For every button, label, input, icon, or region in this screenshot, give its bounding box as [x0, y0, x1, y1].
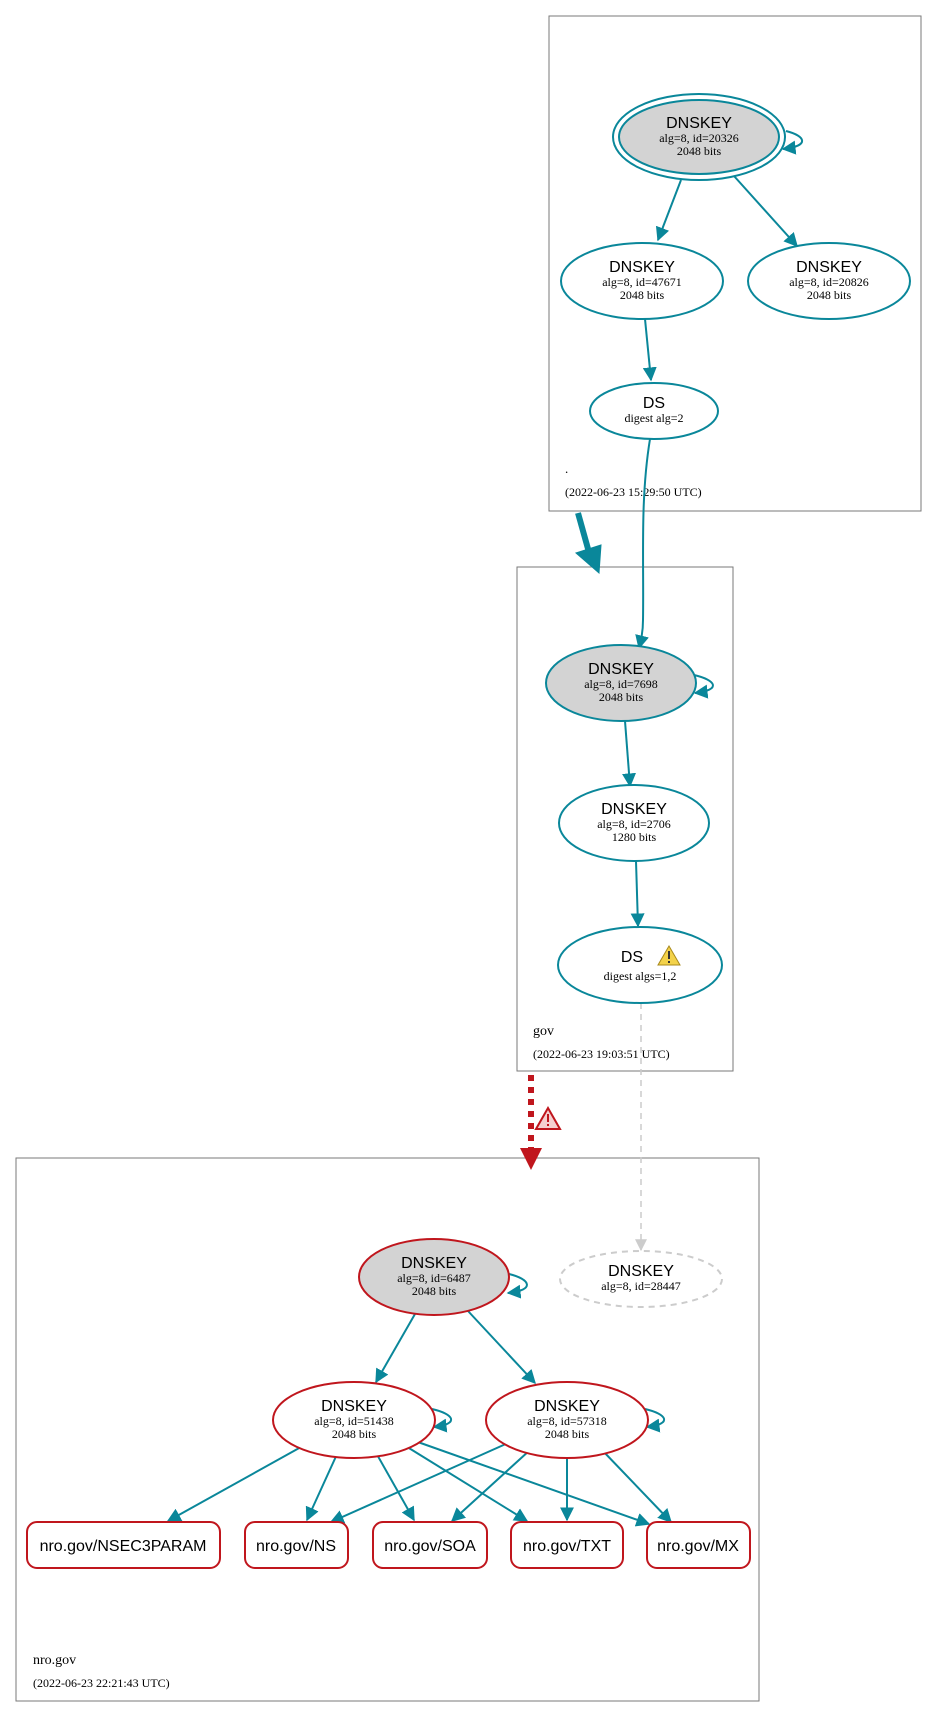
node-gov-ksk-title: DNSKEY: [588, 661, 654, 678]
node-root-ksk-line1: alg=8, id=20326: [659, 131, 739, 145]
edge-root-ksk-to-zsk2: [733, 175, 798, 248]
node-nro-zsk2-title: DNSKEY: [534, 1398, 600, 1415]
edge-nro-ksk-to-zsk1: [375, 1313, 416, 1384]
edge-zsk1-to-ns: [305, 1451, 339, 1522]
node-gov-ksk-line1: alg=8, id=7698: [584, 677, 658, 691]
edge-root-zsk1-to-ds: [642, 318, 657, 382]
node-nro-zsk-57318[interactable]: DNSKEY alg=8, id=57318 2048 bits: [485, 1381, 649, 1459]
edge-zsk1-to-txt: [403, 1444, 529, 1522]
node-root-zsk2-title: DNSKEY: [796, 259, 862, 276]
node-root-zsk-20826[interactable]: DNSKEY alg=8, id=20826 2048 bits: [747, 242, 911, 320]
node-gov-zsk-line1: alg=8, id=2706: [597, 817, 671, 831]
warning-icon[interactable]: [657, 945, 681, 966]
node-root-zsk2-line1: alg=8, id=20826: [789, 275, 869, 289]
edge-zsk2-to-ns: [329, 1442, 509, 1524]
zone-nro-gov: nro.gov (2022-06-23 22:21:43 UTC): [15, 1157, 760, 1702]
node-gov-ds[interactable]: DS digest algs=1,2: [557, 926, 723, 1004]
node-gov-ds-title: DS: [621, 949, 643, 966]
zone-gov-timestamp: (2022-06-23 19:03:51 UTC): [533, 1047, 670, 1061]
node-nro-zsk2-line2: 2048 bits: [545, 1427, 590, 1441]
edge-zsk1-to-mx: [414, 1440, 651, 1527]
node-root-ds-line1: digest alg=2: [624, 411, 683, 425]
node-root-ds[interactable]: DS digest alg=2: [589, 382, 719, 440]
node-root-ds-title: DS: [643, 395, 665, 412]
node-nro-ksk-line1: alg=8, id=6487: [397, 1271, 471, 1285]
edge-delegation-gov-nro-head: [520, 1148, 542, 1170]
edge-nro-zsk1-self: [431, 1408, 452, 1433]
record-txt-label: nro.gov/TXT: [523, 1538, 611, 1555]
zone-nro-name: nro.gov: [33, 1653, 76, 1668]
node-root-zsk1-title: DNSKEY: [609, 259, 675, 276]
edge-nro-ksk-self: [506, 1273, 528, 1299]
edge-gov-ksk-to-zsk: [622, 720, 637, 788]
node-root-ksk-line2: 2048 bits: [677, 144, 722, 158]
edge-zsk2-to-mx: [601, 1449, 672, 1524]
error-icon[interactable]: [534, 1105, 562, 1130]
edges: [166, 130, 804, 1527]
edge-gov-zsk-to-ds: [630, 860, 645, 928]
node-nro-missing-line1: alg=8, id=28447: [601, 1279, 681, 1293]
node-root-ksk[interactable]: DNSKEY alg=8, id=20326 2048 bits: [612, 93, 786, 181]
node-nro-missing-title: DNSKEY: [608, 1263, 674, 1280]
edge-nro-zsk2-self: [644, 1408, 665, 1433]
edge-gov-ksk-self: [693, 674, 714, 699]
node-nro-ksk-title: DNSKEY: [401, 1255, 467, 1272]
zone-root-timestamp: (2022-06-23 15:29:50 UTC): [565, 485, 702, 499]
edge-root-ksk-to-zsk1: [655, 179, 682, 242]
node-nro-zsk1-line1: alg=8, id=51438: [314, 1414, 394, 1428]
node-nro-zsk-51438[interactable]: DNSKEY alg=8, id=51438 2048 bits: [272, 1381, 436, 1459]
zone-root-name: .: [565, 461, 568, 476]
edge-zsk2-to-soa: [450, 1449, 531, 1522]
node-gov-zsk-line2: 1280 bits: [612, 830, 657, 844]
node-nro-ksk-line2: 2048 bits: [412, 1284, 457, 1298]
node-nro-missing-dnskey[interactable]: DNSKEY alg=8, id=28447: [559, 1250, 723, 1308]
zone-nro-timestamp: (2022-06-23 22:21:43 UTC): [33, 1676, 170, 1690]
node-gov-zsk[interactable]: DNSKEY alg=8, id=2706 1280 bits: [558, 784, 710, 862]
node-nro-ksk[interactable]: DNSKEY alg=8, id=6487 2048 bits: [358, 1238, 510, 1316]
record-ns-label: nro.gov/NS: [256, 1538, 336, 1555]
edge-delegation-root-gov-head: [575, 544, 602, 575]
node-gov-ksk-line2: 2048 bits: [599, 690, 644, 704]
record-txt[interactable]: nro.gov/TXT: [510, 1521, 624, 1569]
node-gov-ds-line1: digest algs=1,2: [604, 969, 677, 983]
node-nro-zsk2-line1: alg=8, id=57318: [527, 1414, 607, 1428]
node-root-zsk-47671[interactable]: DNSKEY alg=8, id=47671 2048 bits: [560, 242, 724, 320]
edge-zsk1-to-soa: [374, 1450, 415, 1522]
zone-gov-name: gov: [533, 1024, 554, 1039]
record-nsec3param-label: nro.gov/NSEC3PARAM: [40, 1538, 207, 1555]
node-root-zsk1-line1: alg=8, id=47671: [602, 275, 682, 289]
node-root-zsk2-line2: 2048 bits: [807, 288, 852, 302]
zone-gov: gov (2022-06-23 19:03:51 UTC): [516, 566, 734, 1072]
node-gov-zsk-title: DNSKEY: [601, 801, 667, 818]
node-root-zsk1-line2: 2048 bits: [620, 288, 665, 302]
edge-nro-ksk-to-zsk2: [467, 1310, 536, 1385]
node-gov-ksk[interactable]: DNSKEY alg=8, id=7698 2048 bits: [545, 644, 697, 722]
record-mx-label: nro.gov/MX: [657, 1538, 739, 1555]
record-soa-label: nro.gov/SOA: [384, 1538, 476, 1555]
zone-root: . (2022-06-23 15:29:50 UTC): [548, 15, 922, 512]
node-nro-zsk1-line2: 2048 bits: [332, 1427, 377, 1441]
record-nsec3param[interactable]: nro.gov/NSEC3PARAM: [26, 1521, 221, 1569]
record-soa[interactable]: nro.gov/SOA: [372, 1521, 488, 1569]
record-ns[interactable]: nro.gov/NS: [244, 1521, 349, 1569]
edge-zsk1-to-nsec3param: [166, 1446, 302, 1522]
node-nro-zsk1-title: DNSKEY: [321, 1398, 387, 1415]
edge-root-ksk-self: [781, 130, 804, 155]
node-root-ksk-title: DNSKEY: [666, 115, 732, 132]
edge-root-ds-to-gov-ksk: [635, 438, 651, 650]
record-mx[interactable]: nro.gov/MX: [646, 1521, 751, 1569]
